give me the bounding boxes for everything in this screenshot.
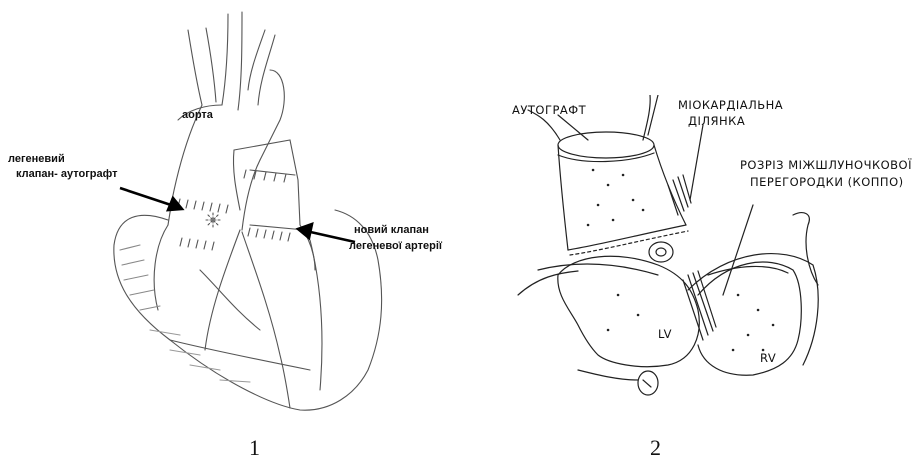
surgical-sketch-panel: АУТОГРАФТ МІОКАРДІАЛЬНА ДІЛЯНКА РОЗРІЗ М… <box>498 95 912 430</box>
surgical-drawing <box>498 95 912 430</box>
rv-label: RV <box>760 351 776 365</box>
heart-drawing <box>110 10 460 415</box>
autograft-label-line2: клапан- аутографт <box>16 167 118 181</box>
autograft-label-line1: легеневий <box>8 152 65 166</box>
septum-cut-label-line1: РОЗРІЗ МІЖШЛУНОЧКОВОЇ <box>740 158 912 172</box>
lv-label: LV <box>658 327 672 341</box>
septum-cut-label-line2: ПЕРЕГОРОДКИ (КОППО) <box>750 175 904 189</box>
new-valve-label-line1: новий клапан <box>354 223 429 237</box>
figure-number-2: 2 <box>650 435 661 461</box>
aorta-label: аорта <box>182 108 213 122</box>
new-valve-label-line2: легеневої артерії <box>349 239 442 253</box>
autograft-label: АУТОГРАФТ <box>512 103 586 117</box>
myocardial-label-line2: ДІЛЯНКА <box>688 114 745 128</box>
figure-number-1: 1 <box>249 435 260 461</box>
myocardial-label-line1: МІОКАРДІАЛЬНА <box>678 98 783 112</box>
heart-illustration-panel: аорта новий клапан легеневої артерії <box>110 10 460 415</box>
